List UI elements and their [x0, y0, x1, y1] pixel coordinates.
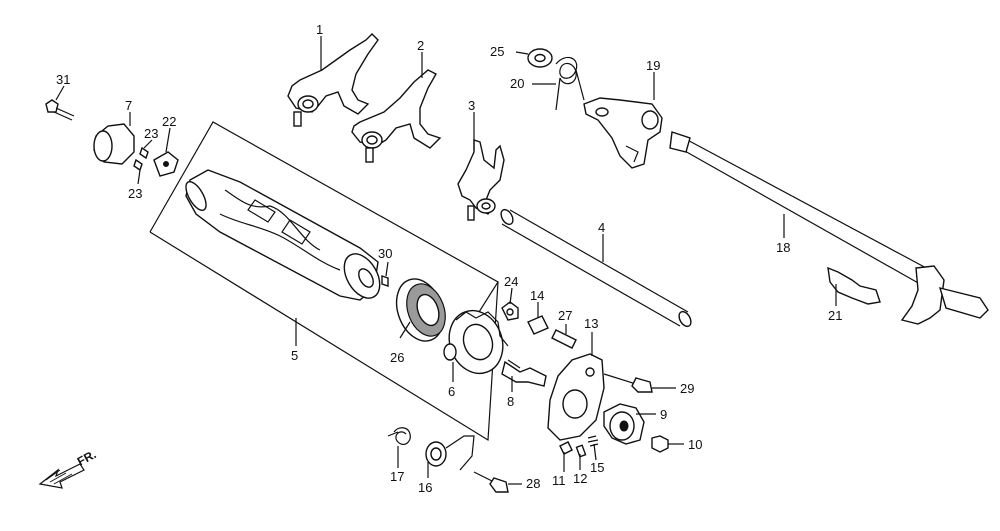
shift-fork-1 — [287, 33, 379, 127]
washer-25 — [527, 48, 553, 68]
label-9: 9 — [660, 407, 667, 422]
label-14: 14 — [530, 288, 544, 303]
label-30: 30 — [378, 246, 392, 261]
pin-23a — [139, 146, 149, 160]
label-16: 16 — [418, 480, 432, 495]
shift-drum-5 — [185, 169, 381, 301]
label-2: 2 — [417, 38, 424, 53]
label-31: 31 — [56, 72, 70, 87]
label-29: 29 — [680, 381, 694, 396]
label-23b: 23 — [128, 186, 142, 201]
label-17: 17 — [390, 469, 404, 484]
label-15: 15 — [590, 460, 604, 475]
label-13: 13 — [584, 316, 598, 331]
shift-fork-2 — [351, 69, 442, 163]
fork-shaft-4 — [500, 208, 692, 328]
label-1: 1 — [316, 22, 323, 37]
label-27: 27 — [558, 308, 572, 323]
label-8: 8 — [507, 394, 514, 409]
label-12: 12 — [573, 471, 587, 486]
spring-17 — [387, 427, 411, 446]
stopper-9 — [603, 403, 645, 445]
plate-22 — [153, 151, 179, 177]
bolt-29 — [603, 373, 653, 393]
stud-bolt-8 — [501, 359, 547, 387]
label-6: 6 — [448, 384, 455, 399]
label-28: 28 — [526, 476, 540, 491]
leader-lines — [55, 36, 837, 485]
label-5: 5 — [291, 348, 298, 363]
washer-24 — [501, 301, 519, 321]
pin-30 — [381, 275, 389, 287]
label-22: 22 — [162, 114, 176, 129]
label-23a: 23 — [144, 126, 158, 141]
plate-13 — [547, 353, 605, 441]
label-7: 7 — [125, 98, 132, 113]
front-direction-arrow-icon: FR. — [38, 447, 98, 489]
nut-10 — [651, 435, 669, 453]
spring-20 — [555, 56, 585, 111]
label-3: 3 — [468, 98, 475, 113]
part-labels: 1 2 3 4 5 6 7 8 9 10 11 12 13 14 15 16 1… — [56, 22, 842, 495]
dowel-14 — [527, 315, 549, 335]
pin-12 — [575, 444, 587, 458]
label-26: 26 — [390, 350, 404, 365]
label-21: 21 — [828, 308, 842, 323]
collar-7 — [93, 123, 135, 165]
label-11: 11 — [552, 473, 566, 488]
gearshift-spindle-18 — [669, 131, 989, 325]
dowel-27 — [551, 329, 577, 349]
label-4: 4 — [598, 220, 605, 235]
bolt-31 — [45, 99, 75, 121]
label-19: 19 — [646, 58, 660, 73]
label-10: 10 — [688, 437, 702, 452]
label-20: 20 — [510, 76, 524, 91]
spring-16 — [425, 435, 475, 471]
label-18: 18 — [776, 240, 790, 255]
pin-21 — [827, 266, 881, 305]
pin-23b — [133, 158, 143, 172]
drum-center-6 — [443, 309, 509, 375]
bolt-28 — [473, 471, 509, 493]
label-24: 24 — [504, 274, 518, 289]
spring-15 — [587, 435, 599, 447]
block-11 — [559, 441, 573, 455]
bearing-26 — [395, 278, 446, 342]
shift-fork-3 — [457, 139, 505, 221]
shift-arm-19 — [583, 97, 663, 169]
label-25: 25 — [490, 44, 504, 59]
